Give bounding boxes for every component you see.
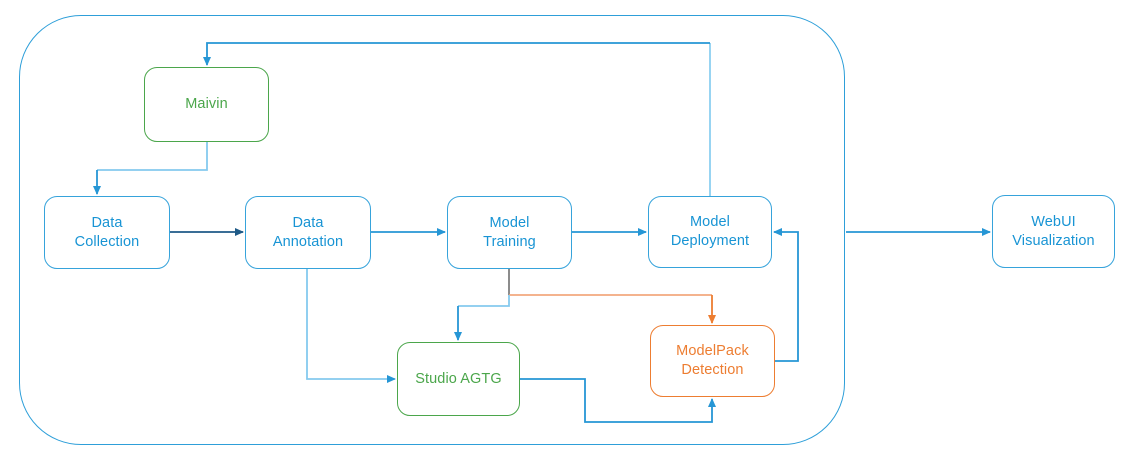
- edge-studio-to-modelpack: [520, 378, 716, 423]
- node-data-collection: Data Collection: [44, 196, 170, 269]
- node-data-annotation: Data Annotation: [245, 196, 371, 269]
- edge-annotation-to-studio: [306, 269, 396, 383]
- node-webui-visualization-label-line2: Visualization: [1012, 232, 1095, 249]
- node-model-training-label-line1: Model: [489, 214, 530, 231]
- node-model-training: Model Training: [447, 196, 572, 269]
- node-data-collection-label-line2: Collection: [74, 233, 140, 250]
- node-webui-visualization: WebUI Visualization: [992, 195, 1115, 268]
- edge-deployment-to-maivin: [203, 42, 710, 66]
- node-maivin-label: Maivin: [185, 96, 228, 112]
- edge-maivin-to-collection-elbow: [97, 142, 208, 171]
- edge-modelpack-to-deployment: [773, 228, 799, 362]
- node-data-annotation-label-line1: Data: [292, 214, 324, 231]
- pipeline-boundary: [19, 15, 845, 445]
- node-maivin: Maivin: [144, 67, 269, 142]
- node-model-deployment: Model Deployment: [648, 196, 772, 268]
- node-model-training-label-line2: Training: [483, 233, 536, 250]
- node-studio-agtg-label: Studio AGTG: [415, 370, 502, 387]
- node-modelpack-detection-label-line2: Detection: [681, 362, 744, 378]
- node-studio-agtg: Studio AGTG: [397, 342, 520, 416]
- node-model-deployment-label-line1: Model: [690, 214, 730, 230]
- node-data-annotation-label-line2: Annotation: [272, 233, 344, 250]
- node-webui-visualization-label-line1: WebUI: [1031, 213, 1076, 230]
- node-model-deployment-label-line2: Deployment: [670, 233, 750, 249]
- node-modelpack-detection-label-line1: ModelPack: [676, 343, 749, 359]
- node-data-collection-label-line1: Data: [91, 214, 123, 231]
- edge-training-to-studio-elbow: [458, 295, 510, 307]
- node-modelpack-detection: ModelPack Detection: [650, 325, 775, 397]
